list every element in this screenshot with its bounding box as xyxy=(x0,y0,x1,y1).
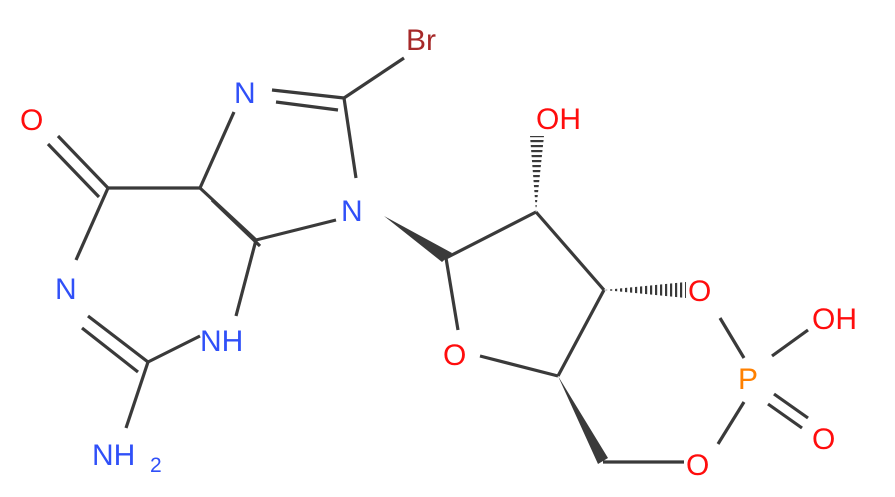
imidazole-ring xyxy=(198,88,358,242)
hydroxyl-2-label: OH xyxy=(536,103,581,136)
p-hydroxyl-label: OH xyxy=(812,303,857,336)
phosphate-ring xyxy=(603,317,809,464)
ring-o-label: O xyxy=(443,339,466,372)
bromine-label: Br xyxy=(406,24,436,57)
p-oxo-label: O xyxy=(812,423,835,456)
c2-oh-hashed-bond xyxy=(530,136,544,212)
carbonyl-bond xyxy=(46,134,110,199)
purine-six-ring xyxy=(74,186,262,374)
c2-amine-bond xyxy=(124,361,150,429)
c4-c5-wedge-bond xyxy=(558,376,608,464)
amine-label: NH xyxy=(92,439,135,472)
phosphorus-label: P xyxy=(738,363,758,396)
ribose-ring xyxy=(444,210,606,378)
o5-label: O xyxy=(686,449,709,482)
n9-c1-wedge-bond xyxy=(384,216,452,262)
c8-br-bond xyxy=(343,56,405,100)
c3-o-hashed-bond xyxy=(604,282,686,298)
carbonyl-o-label: O xyxy=(20,104,43,137)
n3h-label: NH xyxy=(200,325,243,358)
n1-label: N xyxy=(55,273,77,306)
o3-label: O xyxy=(688,275,711,308)
n7-label: N xyxy=(234,77,256,110)
amine-subscript: 2 xyxy=(150,454,162,477)
n9-label: N xyxy=(341,195,363,228)
